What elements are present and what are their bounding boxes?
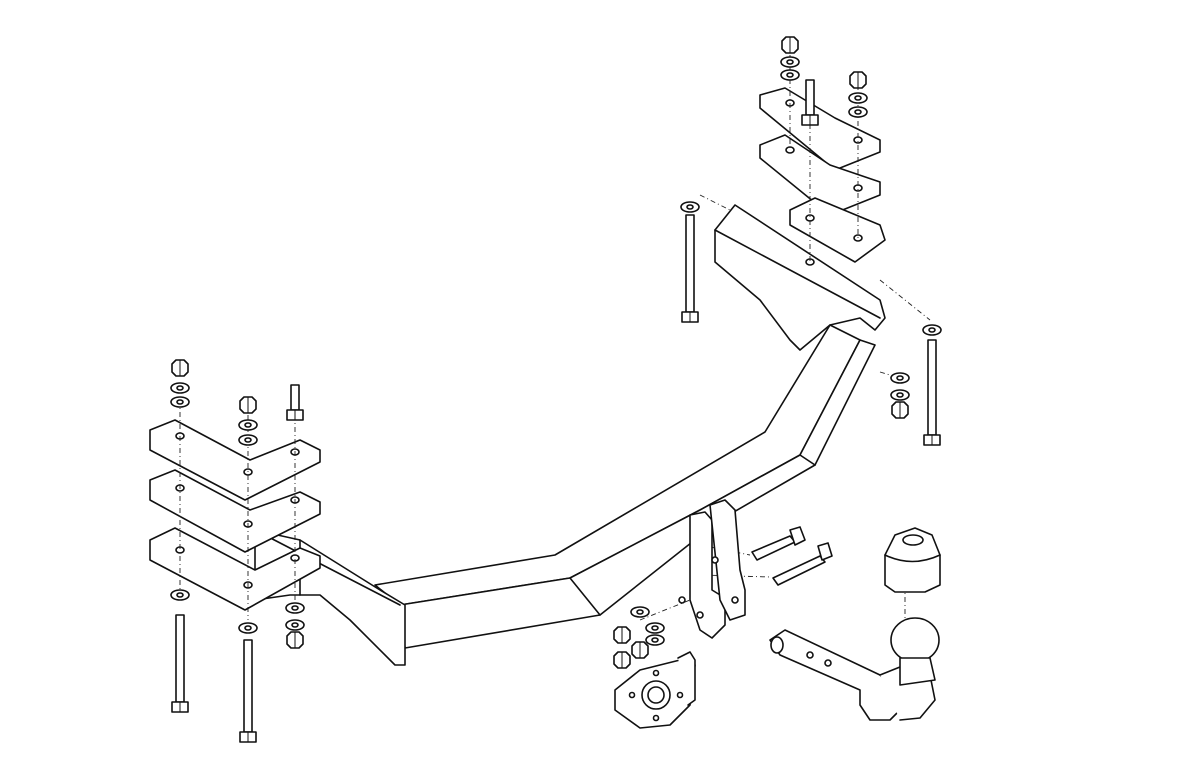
washer <box>630 606 650 618</box>
washer <box>848 92 868 104</box>
nut <box>781 36 799 54</box>
washer <box>890 372 910 384</box>
washer <box>645 622 665 634</box>
washer <box>285 602 305 614</box>
nuts <box>171 36 909 669</box>
nut <box>613 626 631 644</box>
nut <box>239 396 257 414</box>
washer <box>238 622 258 634</box>
nut <box>171 359 189 377</box>
washer <box>170 396 190 408</box>
washer <box>922 324 942 336</box>
washer <box>680 201 700 213</box>
right-mounting-plates <box>759 87 886 266</box>
crossbar <box>254 204 886 666</box>
socket-plate <box>614 651 696 729</box>
bolt <box>681 214 699 323</box>
nut <box>891 401 909 419</box>
hitch-mount-bracket <box>678 499 746 639</box>
washer <box>238 434 258 446</box>
washer <box>645 634 665 646</box>
bolt <box>239 639 257 743</box>
nut <box>286 631 304 649</box>
bolt <box>923 339 941 446</box>
bolt <box>171 614 189 713</box>
washer <box>780 56 800 68</box>
bolts <box>171 79 941 743</box>
nut <box>613 651 631 669</box>
washer <box>170 382 190 394</box>
washer <box>285 619 305 631</box>
left-mounting-plates <box>149 419 321 611</box>
nut <box>631 641 649 659</box>
washer <box>848 106 868 118</box>
tow-ball <box>769 617 940 721</box>
bolt <box>286 384 304 421</box>
washer <box>238 419 258 431</box>
washer <box>780 69 800 81</box>
ball-cover <box>884 527 941 593</box>
washer <box>890 389 910 401</box>
connection-bolts <box>751 526 833 586</box>
bolt <box>801 79 819 126</box>
nut <box>849 71 867 89</box>
washers <box>170 56 942 646</box>
washer <box>170 589 190 601</box>
